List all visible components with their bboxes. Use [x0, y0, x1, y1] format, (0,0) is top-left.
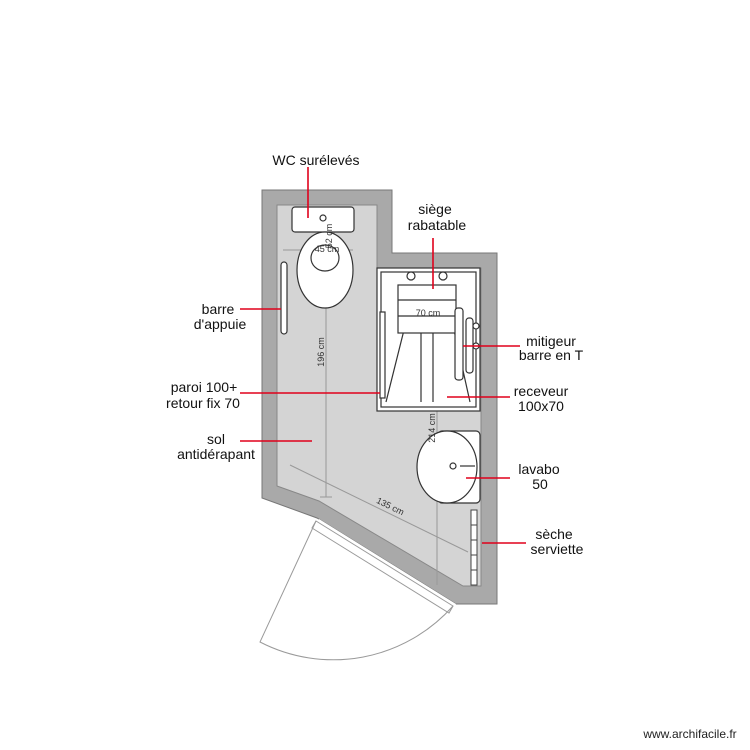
folding-seat — [397, 271, 457, 334]
label-seche-line2: serviette — [531, 541, 584, 557]
label-lavabo-line2: 50 — [532, 476, 548, 492]
label-mitigeur-line2: barre en T — [519, 347, 584, 363]
label-lavabo-line1: lavabo — [518, 461, 559, 477]
sink — [416, 430, 481, 504]
dim-wc-depth: 52 cm — [324, 224, 334, 249]
wc-toilet — [291, 206, 355, 309]
label-sol-line2: antidérapant — [177, 446, 255, 462]
label-sol-line1: sol — [207, 431, 225, 447]
label-wc: WC surélevés — [272, 152, 359, 168]
label-receveur-line2: 100x70 — [518, 398, 564, 414]
label-siege-line2: rabatable — [408, 217, 467, 233]
leader-lines — [240, 167, 526, 544]
dim-right-length: 214 cm — [427, 413, 437, 443]
label-barre-line2: d'appuie — [194, 316, 247, 332]
label-siege-line1: siège — [418, 201, 452, 217]
label-seche-line1: sèche — [535, 526, 573, 542]
dim-room-length: 196 cm — [316, 337, 326, 367]
label-mitigeur-line1: mitigeur — [526, 333, 576, 349]
label-paroi-line1: paroi 100+ — [171, 379, 238, 395]
label-paroi-line2: retour fix 70 — [166, 395, 240, 411]
towel-dryer — [470, 509, 478, 586]
watermark: www.archifacile.fr — [642, 727, 736, 741]
dim-wc-width: 45 cm — [315, 244, 340, 254]
shower-screen — [379, 311, 386, 399]
label-barre-line1: barre — [202, 301, 235, 317]
grab-bar — [280, 261, 288, 335]
door-swing-arc — [259, 520, 454, 661]
dim-shower-width: 70 cm — [416, 308, 441, 318]
label-receveur-line1: receveur — [514, 383, 569, 399]
